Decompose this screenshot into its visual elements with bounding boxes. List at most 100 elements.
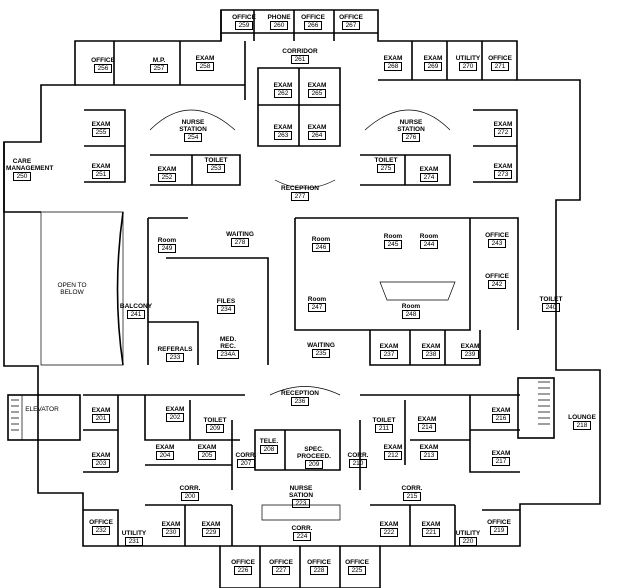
room-257-label: M.P.257 [144,57,174,73]
room-209-label: SPEC. PROCEED.209 [297,446,331,469]
north-toilet-wall [150,154,451,186]
room-215-label: CORR.215 [401,485,423,501]
south-exam-mid-wall [369,330,481,366]
middle-section-wall [147,217,519,365]
care-management-wall [3,142,41,213]
east-exam-wall [473,109,518,183]
top-offices-wall [220,10,378,41]
west-exam-wall [84,109,126,183]
southwest-rooms-wall [83,504,520,546]
room-207-label: CORR.207 [235,452,257,468]
exterior-wall [3,9,601,588]
room-248-table [379,281,456,301]
reception-277-desk [274,179,336,189]
room-208-label: TELE.208 [259,438,279,454]
elevator-label: ELEVATOR [25,406,59,413]
south-wing-wall [83,394,520,490]
nurse-station-223-desk [261,504,341,521]
room-200-label: CORR.200 [179,485,201,501]
center-exam-wall [257,67,341,147]
west-stairs [8,394,23,440]
east-stair-treads [538,381,550,425]
room-224-label: CORR.224 [291,525,313,541]
nurse-station-254-desk [149,109,236,131]
room-210-label: CORR.210 [347,452,369,468]
balcony-rail [116,211,124,366]
reception-236-desk [269,386,341,396]
south-offices-wall [220,545,380,588]
open-to-below-label: OPEN TO BELOW [57,282,87,296]
nw-rooms-wall [75,41,246,100]
room-234a-label: MED. REC.234A [213,336,243,359]
east-stairs [517,377,555,439]
